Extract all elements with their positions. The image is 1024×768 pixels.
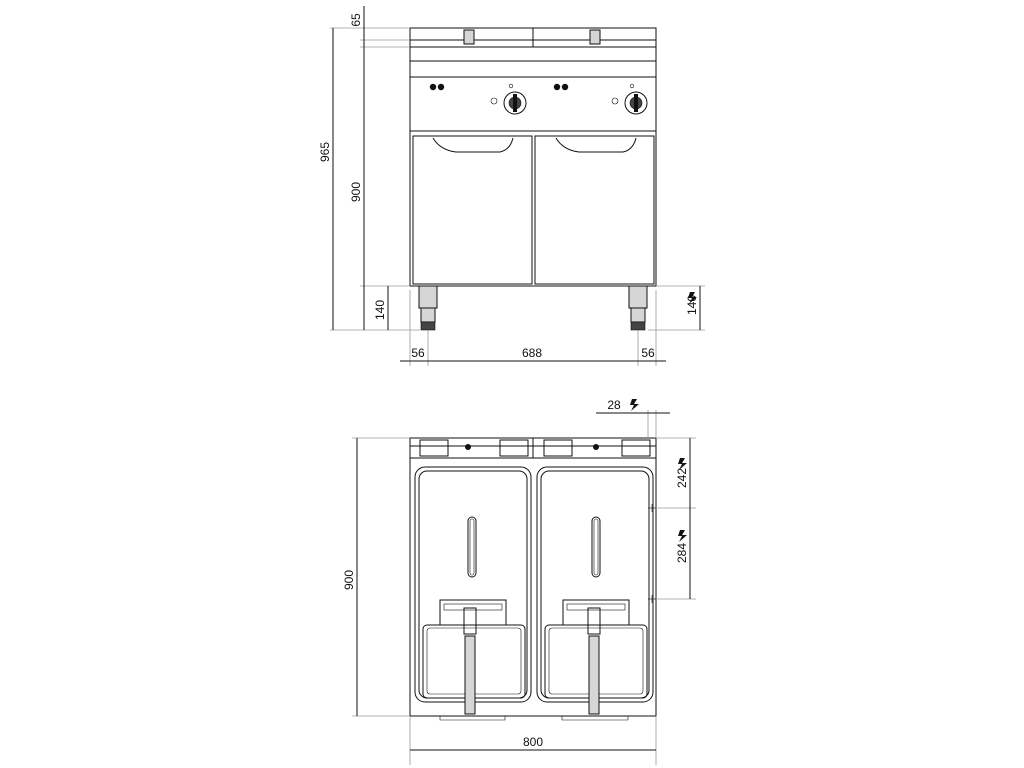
dim-800: 800 xyxy=(523,735,543,749)
dim-965: 965 xyxy=(318,142,332,162)
leg-right xyxy=(628,285,648,331)
dim-284: 284 xyxy=(675,530,689,563)
dim-242: 242 xyxy=(675,458,689,488)
dim-140-right-label: 140 xyxy=(685,295,699,315)
cabinet xyxy=(409,130,657,287)
door-handle-right xyxy=(555,137,637,153)
basket-handle xyxy=(463,607,477,635)
plan-view: 28 242 284 900 800 xyxy=(342,398,696,765)
control-panel xyxy=(409,76,657,132)
fryer-tank-left xyxy=(414,466,532,721)
dim-284-label: 284 xyxy=(675,543,689,563)
dim-56-left: 56 xyxy=(411,346,425,360)
lid-handle-right xyxy=(589,29,601,45)
cabinet-door-right xyxy=(534,135,655,285)
dim-28: 28 xyxy=(607,398,639,412)
indicator-light xyxy=(429,83,437,91)
dim-28-label: 28 xyxy=(607,398,621,412)
heating-element xyxy=(467,516,477,578)
lid-handle-left xyxy=(463,29,475,45)
fryer-tank-right xyxy=(536,466,654,721)
heating-element xyxy=(591,516,601,578)
lightning-icon xyxy=(678,530,687,542)
thermostat-knob-right xyxy=(611,83,648,115)
dim-140-left: 140 xyxy=(373,300,387,320)
lightning-icon xyxy=(688,292,697,304)
thermostat-knob-left xyxy=(490,83,527,115)
basket-handle xyxy=(587,607,601,635)
dim-242-label: 242 xyxy=(675,468,689,488)
lightning-icon xyxy=(678,458,687,470)
plan-outline xyxy=(409,437,657,717)
top-frame xyxy=(409,46,657,62)
dim-900-front: 900 xyxy=(349,182,363,202)
cabinet-door-left xyxy=(412,135,533,285)
door-handle-left xyxy=(432,137,514,153)
dim-65: 65 xyxy=(349,13,363,27)
indicator-light xyxy=(561,83,569,91)
dim-56-right: 56 xyxy=(641,346,655,360)
lightning-icon xyxy=(630,399,639,411)
indicator-light xyxy=(553,83,561,91)
dim-140-right: 140 xyxy=(685,292,699,315)
front-view: 65 965 900 140 140 56 688 56 xyxy=(318,6,705,366)
dim-900-plan: 900 xyxy=(342,570,356,590)
indicator-light xyxy=(437,83,445,91)
leg-left xyxy=(418,285,438,331)
dim-688: 688 xyxy=(522,346,542,360)
